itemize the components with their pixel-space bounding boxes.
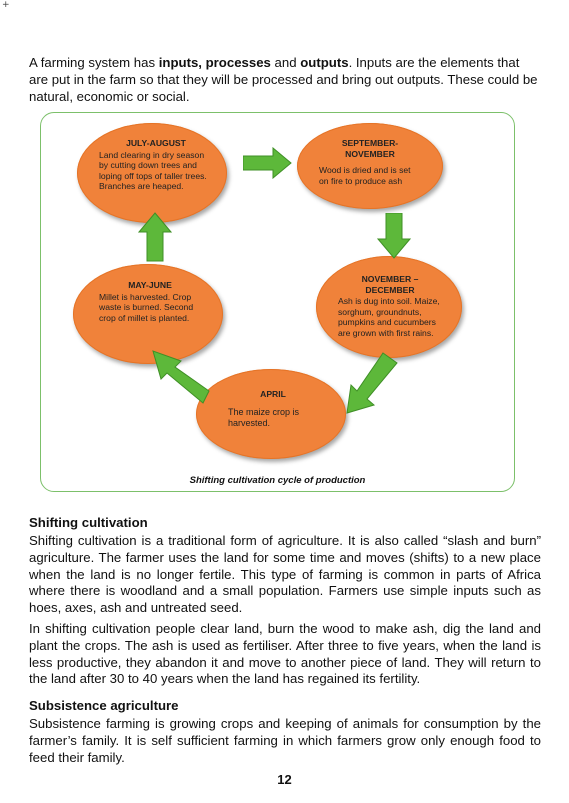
intro-paragraph: A farming system has inputs, processes a… — [29, 54, 541, 105]
arrow-right-icon — [243, 147, 292, 179]
node-title: SEPTEMBER- NOVEMBER — [341, 138, 399, 159]
node-text: Wood is dried and is set on fire to prod… — [319, 165, 411, 186]
node-text: Land clearing in dry season by cutting d… — [99, 149, 207, 192]
node-text: Millet is harvested. Crop waste is burne… — [99, 291, 194, 323]
node-title: NOVEMBER – DECEMBER — [361, 274, 419, 295]
node-november-december: NOVEMBER – DECEMBER Ash is dug into soil… — [316, 256, 462, 358]
intro-text-2: and — [270, 55, 301, 70]
node-may-june: MAY-JUNE Millet is harvested. Crop waste… — [73, 264, 223, 364]
node-july-august: JULY-AUGUST Land clearing in dry season … — [77, 123, 227, 223]
node-april: APRIL The maize crop is harvested. — [196, 369, 346, 459]
paragraph-shifting-1: Shifting cultivation is a traditional fo… — [29, 533, 541, 616]
node-title: JULY-AUGUST — [126, 138, 186, 148]
diagram-caption: Shifting cultivation cycle of production — [189, 475, 366, 486]
intro-text-1: A farming system has — [29, 55, 159, 70]
cycle-diagram: JULY-AUGUST Land clearing in dry season … — [40, 112, 515, 492]
arrow-up-icon — [138, 212, 172, 262]
intro-bold-inputs-processes: inputs, processes — [158, 55, 271, 70]
arrow-down-left-icon — [346, 352, 398, 414]
arrow-up-left-icon — [152, 350, 210, 404]
node-title: MAY-JUNE — [128, 280, 172, 290]
intro-text-3: . Inputs are the elements that are put i… — [29, 55, 538, 104]
node-text: The maize crop is harvested. — [228, 406, 300, 428]
node-september-november: SEPTEMBER- NOVEMBER Wood is dried and is… — [297, 123, 443, 209]
arrow-down-icon — [377, 213, 411, 259]
node-text: Ash is dug into soil. Maize, sorghum, gr… — [338, 296, 440, 338]
heading-subsistence-agriculture: Subsistence agriculture — [29, 698, 179, 713]
page-number: 12 — [277, 772, 292, 787]
paragraph-subsistence-1: Subsistence farming is growing crops and… — [29, 716, 541, 765]
heading-shifting-cultivation: Shifting cultivation — [29, 515, 148, 530]
corner-mark: + — [2, 0, 10, 10]
intro-bold-outputs: outputs — [300, 55, 349, 70]
paragraph-shifting-2: In shifting cultivation people clear lan… — [29, 621, 541, 687]
node-title: APRIL — [260, 389, 286, 399]
